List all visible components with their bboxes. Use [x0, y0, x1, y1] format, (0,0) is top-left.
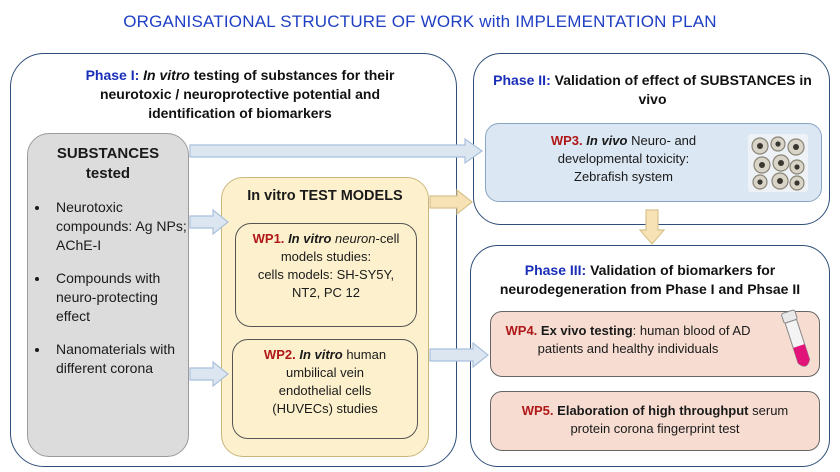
- phase3-line1: Validation of biomarkers for: [590, 262, 776, 278]
- wp4-label: WP4.: [505, 323, 538, 338]
- wp4-line1-rest: : human blood of AD: [632, 323, 751, 338]
- wp5-label: WP5.: [521, 403, 554, 418]
- phase1-line3: identification of biomarkers: [148, 105, 332, 121]
- substances-list: Neurotoxic compounds: Ag NPs; AChE-I Com…: [28, 198, 188, 378]
- phase3-line2: neurodegeneration from Phase I and Phsae…: [499, 281, 801, 297]
- blood-tube-icon: [781, 309, 811, 367]
- wp2-line3: endothelial cells: [278, 383, 372, 398]
- wp3-line2: developmental toxicity:: [557, 151, 690, 166]
- wp4-box: WP4. Ex vivo testing: human blood of AD …: [490, 311, 820, 377]
- phase1-title: Phase I: In vitro testing of substances …: [40, 66, 440, 123]
- substances-box: SUBSTANCES tested Neurotoxic compounds: …: [27, 133, 189, 457]
- phase2-title: Phase II: Validation of effect of SUBSTA…: [480, 71, 825, 109]
- zebrafish-embryos-icon: [748, 134, 808, 192]
- wp3-box: WP3. In vivo Neuro- and developmental to…: [485, 123, 822, 202]
- phase1-label: Phase I:: [85, 67, 140, 83]
- substances-heading: SUBSTANCES tested: [28, 144, 188, 184]
- wp5-line1-rest: serum: [752, 403, 789, 418]
- phase3-title: Phase III: Validation of biomarkers for …: [475, 261, 825, 299]
- wp5-bold: Elaboration of high throughput: [557, 403, 749, 418]
- wp1-italic2: neuron: [335, 231, 376, 246]
- substances-heading-line2: tested: [85, 165, 131, 182]
- phase1-rest: testing of substances for their: [193, 67, 395, 83]
- wp5-line2: protein corona fingerprint test: [570, 421, 740, 436]
- wp2-box: WP2. In vitro human umbilical vein endot…: [232, 339, 418, 439]
- wp1-box: WP1. In vitro neuron-cell models studies…: [235, 223, 417, 327]
- list-item: Nanomaterials with different corona: [50, 340, 188, 378]
- phase1-italic: In vitro: [143, 67, 190, 83]
- wp1-italic: In vitro: [288, 231, 332, 246]
- wp3-italic: In vivo: [586, 133, 628, 148]
- wp1-line3: cells models: SH-SY5Y,: [257, 267, 395, 282]
- wp1-line2: models studies:: [280, 249, 372, 264]
- diagram-title: ORGANISATIONAL STRUCTURE OF WORK with IM…: [123, 12, 717, 31]
- wp3-label: WP3.: [550, 133, 583, 148]
- list-item: Compounds with neuro-protecting effect: [50, 269, 188, 326]
- wp1-line1-rest: -cell: [375, 231, 400, 246]
- phase2-line1: Validation of effect of SUBSTANCES in: [554, 72, 812, 88]
- wp2-italic: In vitro: [299, 347, 343, 362]
- wp2-line1-rest: human: [346, 347, 387, 362]
- phase3-label: Phase III:: [524, 262, 587, 278]
- wp1-label: WP1.: [252, 231, 285, 246]
- test-models-heading: In vitro TEST MODELS: [247, 188, 403, 204]
- substances-heading-line1: SUBSTANCES: [56, 145, 160, 162]
- wp4-bold: Ex vivo testing: [540, 323, 633, 338]
- wp1-line4: NT2, PC 12: [292, 285, 360, 300]
- phase2-line2: vivo: [638, 91, 667, 107]
- wp5-box: WP5. Elaboration of high throughput seru…: [490, 391, 820, 451]
- wp2-label: WP2.: [263, 347, 296, 362]
- phase2-label: Phase II:: [493, 72, 551, 88]
- wp4-line2: patients and healthy individuals: [537, 341, 719, 356]
- list-item: Neurotoxic compounds: Ag NPs; AChE-I: [50, 198, 188, 255]
- wp2-line4: (HUVECs) studies: [272, 401, 378, 416]
- wp3-line1-rest: Neuro- and: [631, 133, 697, 148]
- phase1-line2: neurotoxic / neuroprotective potential a…: [99, 86, 381, 102]
- wp3-line3: Zebrafish system: [574, 169, 673, 184]
- wp2-line2: umbilical vein: [285, 365, 365, 380]
